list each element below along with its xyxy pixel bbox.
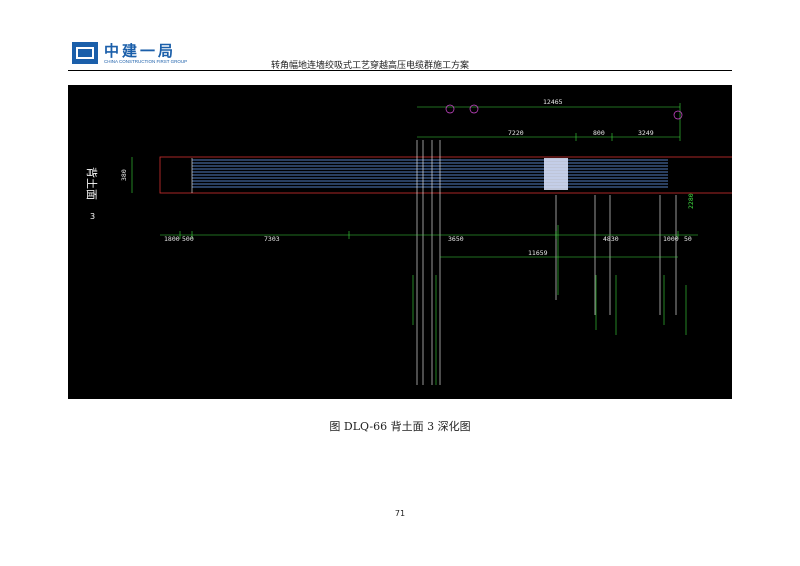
dim-mid-3: 3650 — [448, 235, 464, 243]
page-number: 71 — [394, 509, 406, 518]
leader-lines — [412, 225, 687, 385]
logo-mark-icon — [72, 42, 98, 64]
dim-mid-0: 1800 — [164, 235, 180, 243]
steel-block — [544, 158, 568, 190]
logo-english-name: CHINA CONSTRUCTION FIRST GROUP — [104, 59, 188, 64]
dim-top-1: 7220 — [508, 129, 524, 137]
middle-dimension-lines — [160, 231, 698, 258]
dim-mid-4: 4830 — [603, 235, 619, 243]
top-dimension-lines — [417, 103, 681, 141]
side-mark: 3 — [90, 212, 95, 221]
section-markers — [445, 104, 683, 120]
panel-outline — [159, 156, 732, 194]
side-label: 背土面 — [85, 167, 99, 200]
dim-height: 380 — [120, 169, 128, 181]
dim-total: 11659 — [528, 249, 548, 257]
company-logo: 中建一局 CHINA CONSTRUCTION FIRST GROUP — [72, 42, 188, 68]
rebar-lines — [192, 159, 668, 188]
logo-chinese-name: 中建一局 — [104, 42, 177, 60]
dim-top-total: 12465 — [543, 98, 563, 106]
dim-mid-2: 7303 — [264, 235, 280, 243]
cad-drawing-svg: 12465 7220 800 3249 1800 500 7303 3650 4… — [85, 98, 732, 385]
document-title: 转角幅地连墙绞吸式工艺穿越高压电缆群施工方案 — [270, 61, 469, 71]
section-lines — [416, 140, 677, 385]
dim-top-2: 800 — [593, 129, 605, 137]
header-divider — [68, 70, 732, 71]
dim-mid-5: 1000 — [663, 235, 679, 243]
dim-mid-1: 500 — [182, 235, 194, 243]
cad-drawing: 12465 7220 800 3249 1800 500 7303 3650 4… — [68, 85, 732, 399]
dim-top-3: 3249 — [638, 129, 654, 137]
dim-mid-6: 50 — [684, 235, 692, 243]
dim-right: 2280 — [687, 193, 695, 209]
figure-caption: 图 DLQ-66 背土面 3 深化图 — [329, 420, 471, 433]
